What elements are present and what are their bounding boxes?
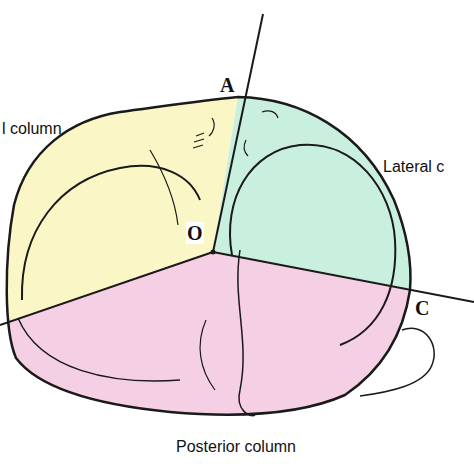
center-point <box>211 250 216 255</box>
fibula-outline <box>360 328 434 396</box>
point-label: A <box>219 74 235 96</box>
spine-marks <box>209 111 278 156</box>
point-label: C <box>414 297 430 319</box>
division-line-left <box>0 252 213 325</box>
plateau-outline <box>7 97 411 415</box>
lateral-sector <box>213 0 474 302</box>
column-label: l column <box>2 120 62 138</box>
posterior-ridge-inner <box>200 320 215 390</box>
medial-lower-arc <box>18 318 180 381</box>
posterior-ridge <box>238 250 255 416</box>
column-label: Lateral c <box>383 158 444 176</box>
point-label: O <box>186 222 204 244</box>
medial-articular-arc <box>22 166 200 300</box>
column-label: Posterior column <box>176 438 296 456</box>
lateral-articular-arc <box>230 145 395 345</box>
division-line-oc <box>213 252 474 302</box>
medial-ridge <box>150 150 178 225</box>
posterior-sector <box>0 252 474 474</box>
division-line-oa <box>213 14 263 252</box>
eminence-mark <box>193 133 204 148</box>
